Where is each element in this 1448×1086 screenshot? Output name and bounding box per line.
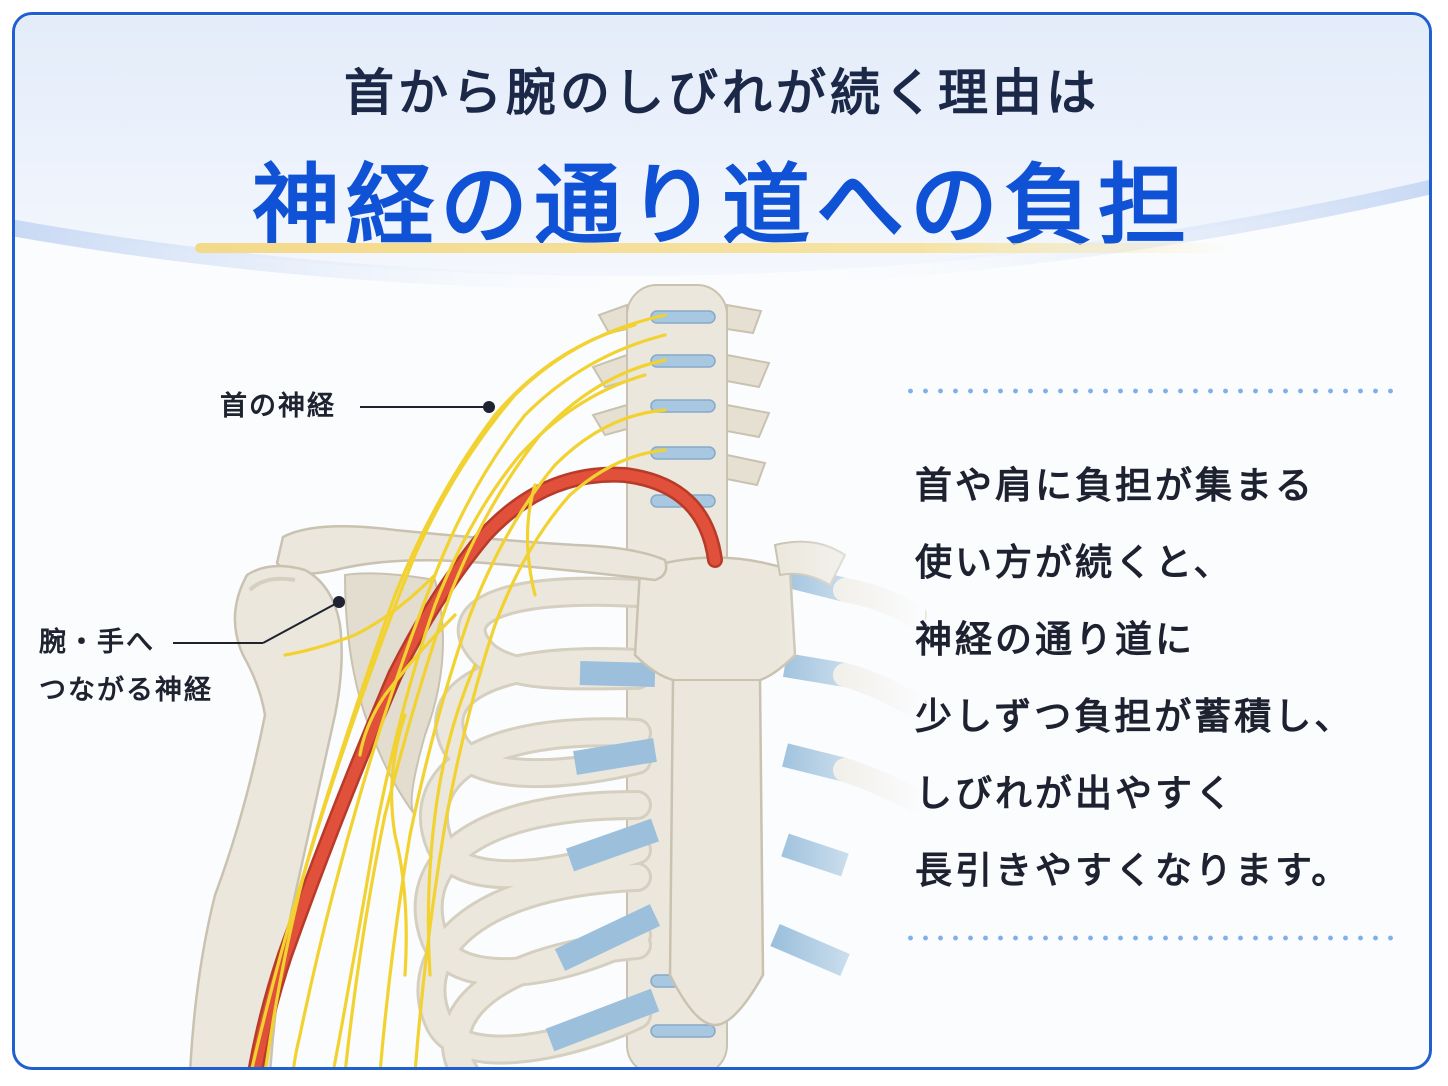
neck-nerve-label-text: 首の神経: [220, 391, 336, 422]
arm-nerve-label: 腕・手へ つながる神経: [39, 619, 213, 715]
leader-line-arm-nerve: [173, 596, 345, 644]
description-line: 神経の通り道に: [915, 618, 1195, 661]
dotted-divider-top: [903, 388, 1403, 394]
arm-nerve-label-line1: 腕・手へ: [39, 627, 155, 658]
description-line: 少しずつ負担が蓄積し、: [915, 695, 1355, 738]
description-line: しびれが出やすく: [915, 772, 1235, 815]
sternum: [633, 556, 797, 1027]
leader-line-neck-nerve: [360, 401, 495, 413]
page-title: 神経の通り道への負担: [251, 154, 1192, 257]
title-underline: [195, 243, 1235, 253]
description-line: 長引きやすくなります。: [915, 849, 1352, 892]
neck-nerve-label: 首の神経: [220, 383, 336, 431]
subtitle: 首から腕のしびれが続く理由は: [344, 64, 1100, 122]
dotted-divider-bottom: [903, 935, 1403, 941]
brachial-plexus-nerves: [250, 313, 667, 1067]
description-line: 首や肩に負担が集まる: [915, 464, 1315, 507]
arm-nerve-label-line2: つながる神経: [39, 675, 213, 706]
header-background: [15, 15, 1429, 290]
description-text: 首や肩に負担が集まる 使い方が続くと、 神経の通り道に 少しずつ負担が蓄積し、 …: [915, 447, 1415, 909]
humerus: [189, 564, 343, 1067]
infographic-frame: 首から腕のしびれが続く理由は 神経の通り道への負担: [12, 12, 1432, 1070]
anatomy-illustration: [173, 284, 927, 1067]
description-line: 使い方が続くと、: [915, 541, 1234, 584]
